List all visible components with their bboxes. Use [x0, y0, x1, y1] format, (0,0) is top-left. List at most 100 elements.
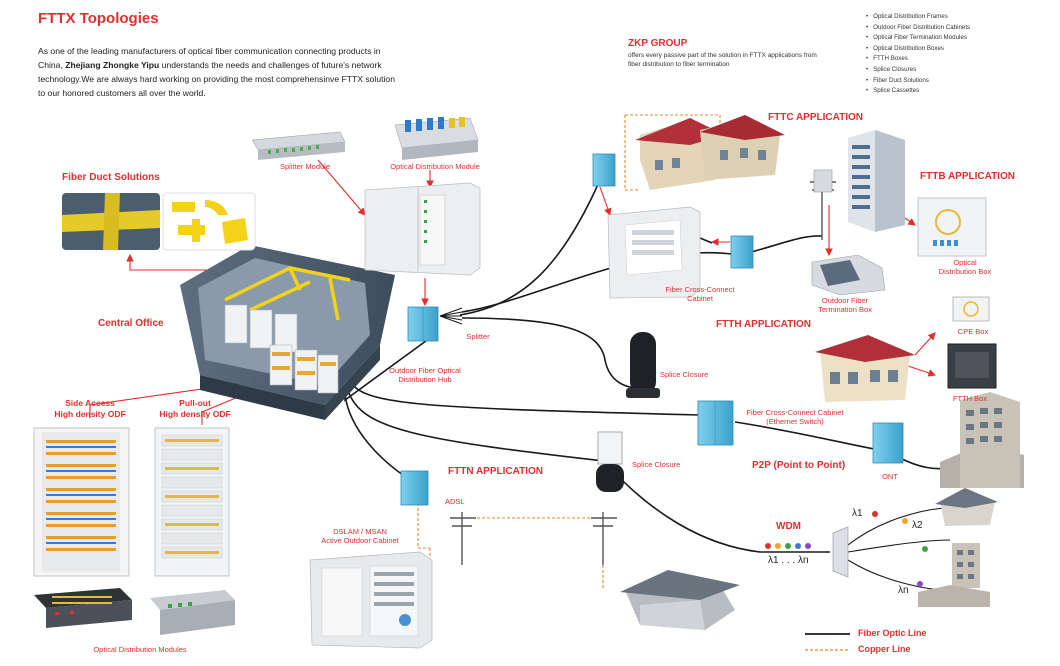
wdm-house-1: [935, 488, 998, 526]
fiber-fcc-hub: [699, 237, 713, 244]
odb-line-1: Optical: [953, 258, 977, 267]
hub-fttn: [400, 470, 429, 506]
label-ont: ONT: [882, 472, 898, 481]
product-item: Optical Fiber Termination Modules: [866, 33, 970, 44]
fiber-co-ethcabinet: [349, 379, 701, 416]
product-item: Splice Cassettes: [866, 86, 970, 97]
label-p2p: P2P (Point to Point): [752, 460, 846, 471]
pull-out-odf: [154, 427, 230, 577]
odm-bottom-2: [150, 590, 235, 635]
pull-out-line-2: High density ODF: [159, 409, 231, 419]
fiber-co-splice: [347, 389, 613, 463]
optical-distribution-box: [917, 197, 987, 257]
label-odm-top: Optical Distribution Module: [390, 162, 480, 171]
intro-company: Zhejiang Zhongke Yipu: [65, 60, 160, 70]
optical-distribution-module-top: [394, 117, 479, 160]
label-central-office: Central Office: [98, 318, 164, 329]
label-odm-bottom: Optical Distribution Modules: [93, 645, 187, 654]
label-fttc: FTTC APPLICATION: [768, 112, 863, 123]
product-list: Optical Distribution Frames Outdoor Fibe…: [866, 12, 970, 97]
pole-box: [813, 169, 833, 193]
odf-cabinet: [364, 182, 481, 276]
oftb-line-2: Termination Box: [818, 305, 872, 314]
side-access-odf: [33, 427, 130, 577]
product-item: Outdoor Fiber Distribution Cabinets: [866, 23, 970, 34]
hub-fttc: [592, 153, 616, 187]
pull-out-line-1: Pull-out: [179, 398, 211, 408]
outdoor-fiber-termination-box: [811, 254, 886, 296]
fiber-splice-wdm: [611, 469, 830, 553]
label-lambda-1: λ1: [852, 508, 863, 519]
side-access-line-2: High density ODF: [54, 409, 126, 419]
product-item: Fiber Duct Solutions: [866, 76, 970, 87]
label-ftth-box: FTTH Box: [952, 394, 988, 403]
odm-bottom-1: [34, 588, 132, 628]
label-lambda-n: λn: [898, 585, 909, 596]
dslam-line-1: DSLAM / MSAN: [333, 527, 387, 536]
zkp-title: ZKP GROUP: [628, 38, 688, 49]
wdm-fan: [847, 507, 951, 591]
fcc-line-2: Cabinet: [687, 294, 713, 303]
oftb-line-1: Outdoor Fiber: [821, 296, 869, 305]
fiber-splitter-ftth: [461, 317, 651, 390]
label-side-access: Side Access High density ODF: [40, 398, 140, 420]
label-odb: Optical Distribution Box: [925, 258, 1005, 276]
label-splitter: Splitter: [466, 332, 490, 341]
label-pull-out: Pull-out High density ODF: [145, 398, 245, 420]
fcc-cabinet: [607, 206, 701, 299]
label-hub: Outdoor Fiber Optical Distribution Hub: [380, 366, 470, 384]
splice-closure-fttn: [596, 431, 624, 492]
ftth-house: [815, 335, 915, 402]
intro-part-2: understands the needs and challenges of …: [38, 60, 395, 98]
label-dslam: DSLAM / MSAN Active Outdoor Cabinet: [305, 527, 415, 545]
label-wdm: WDM: [776, 521, 801, 532]
hub-ont: [872, 422, 904, 464]
page-title: FTTX Topologies: [38, 10, 159, 27]
fcc-eth-line-1: Fiber Cross-Connect Cabinet: [746, 408, 844, 417]
fttn-house: [620, 570, 740, 630]
dslam-cabinet: [309, 551, 433, 649]
product-item: Optical Distribution Boxes: [866, 44, 970, 55]
label-fcc: Fiber Cross-Connect Cabinet: [650, 285, 750, 303]
fiber-duct-photos: [62, 192, 256, 251]
fcc-line-1: Fiber Cross-Connect: [665, 285, 735, 294]
intro-text: As one of the leading manufacturers of o…: [38, 44, 398, 100]
wdm-device: [832, 526, 849, 578]
fiber-co-fttn-hub: [344, 394, 411, 481]
hub-main: [407, 306, 439, 342]
legend-copper-label: Copper Line: [858, 644, 911, 654]
dslam-line-2: Active Outdoor Cabinet: [321, 536, 399, 545]
intro-part-1: As one of the leading manufacturers of o…: [38, 46, 381, 70]
fiber-eth-ont: [734, 421, 881, 451]
central-office-building: [180, 245, 395, 420]
hub-fcc: [730, 235, 754, 269]
label-fttn: FTTN APPLICATION: [448, 466, 543, 477]
ftth-box: [947, 343, 997, 389]
fcc-eth-line-2: (Ethernet Switch): [766, 417, 824, 426]
label-splitter-module: Splitter Module: [279, 162, 331, 171]
label-lambda-2: λ2: [912, 520, 923, 531]
label-fttb: FTTB APPLICATION: [920, 171, 1015, 182]
label-lambda-all: λ1 . . . λn: [768, 555, 809, 566]
hub-line-2: Distribution Hub: [398, 375, 452, 384]
splitter-module: [251, 131, 346, 160]
wdm-building-3: [918, 585, 990, 607]
splice-closure-ftth: [626, 332, 660, 398]
zkp-description: offers every passive part of the solutio…: [628, 52, 817, 68]
label-splice-closure-ftth: Splice Closure: [660, 370, 709, 379]
fttc-houses: [635, 115, 785, 190]
hub-ethernet-cabinet: [697, 400, 734, 446]
side-access-line-1: Side Access: [65, 398, 115, 408]
hub-line-1: Outdoor Fiber Optical: [389, 366, 461, 375]
product-item: FTTH Boxes: [866, 54, 970, 65]
fiber-splitter-fttc: [459, 179, 601, 316]
fttb-tower: [848, 130, 905, 232]
label-cpe-box: CPE Box: [957, 327, 989, 336]
splitter-fan: [439, 307, 463, 325]
label-splice-closure-fttn: Splice Closure: [632, 460, 681, 469]
cpe-box: [952, 296, 990, 322]
label-fiber-duct: Fiber Duct Solutions: [62, 172, 160, 183]
label-oftb: Outdoor Fiber Termination Box: [805, 296, 885, 314]
wdm-wavelength-dots: [765, 511, 928, 587]
